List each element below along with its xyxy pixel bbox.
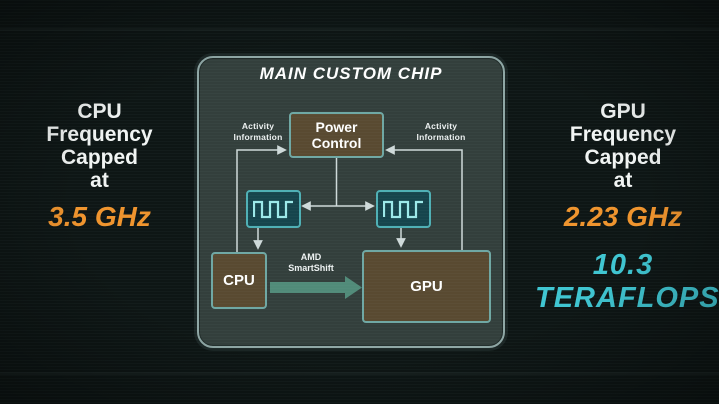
gpu-frequency-text-line: at — [613, 169, 633, 192]
activity-info-right-line: Information — [416, 131, 466, 142]
activity-info-left-line: Activity — [241, 121, 275, 131]
gpu-frequency-text-line: Capped — [584, 146, 662, 169]
noise-streak — [0, 28, 719, 31]
clock-waveform-icon — [383, 200, 423, 219]
activity-info-right: Activity Information — [410, 121, 472, 142]
gpu-frequency-value: 2.23 GHz — [563, 201, 683, 232]
cpu-frequency-text-line: at — [90, 169, 109, 192]
activity-info-right-line: Activity — [424, 121, 458, 131]
smartshift-label-line: SmartShift — [288, 263, 334, 274]
activity-info-left-line: Information — [233, 131, 283, 142]
cpu-frequency-text-line: Frequency — [46, 123, 153, 146]
gpu-label: GPU — [410, 278, 443, 295]
cpu-frequency-text-line: Capped — [60, 146, 138, 169]
teraflops-value: 10.3 — [592, 249, 654, 281]
chip-title: MAIN CUSTOM CHIP — [259, 64, 443, 83]
noise-streak — [0, 372, 719, 375]
gpu-frequency-block: GPU Frequency Capped at 2.23 GHz 10.3 TE… — [535, 100, 719, 315]
smartshift-label-line: AMD — [300, 252, 322, 262]
gpu-frequency-text-line: Frequency — [569, 123, 677, 146]
gpu-frequency-text-line: GPU — [600, 100, 646, 123]
cpu-label: CPU — [223, 272, 255, 289]
gpu-box: GPU — [362, 250, 491, 323]
clock-generator-right — [376, 190, 431, 228]
cpu-frequency-text-line: CPU — [77, 100, 122, 123]
clock-waveform-icon — [253, 200, 293, 219]
cpu-box: CPU — [211, 252, 267, 309]
power-control-box: Power Control — [289, 112, 384, 158]
cpu-frequency-block: CPU Frequency Capped at 3.5 GHz — [17, 100, 182, 233]
smartshift-label: AMD SmartShift — [281, 252, 341, 275]
power-control-label: Power Control — [311, 118, 362, 151]
clock-generator-left — [246, 190, 301, 228]
activity-info-left: Activity Information — [227, 121, 289, 142]
cpu-frequency-value: 3.5 GHz — [48, 201, 151, 232]
teraflops-unit: TERAFLOPS — [535, 282, 719, 314]
teraflops-block: 10.3 TERAFLOPS — [535, 249, 719, 315]
